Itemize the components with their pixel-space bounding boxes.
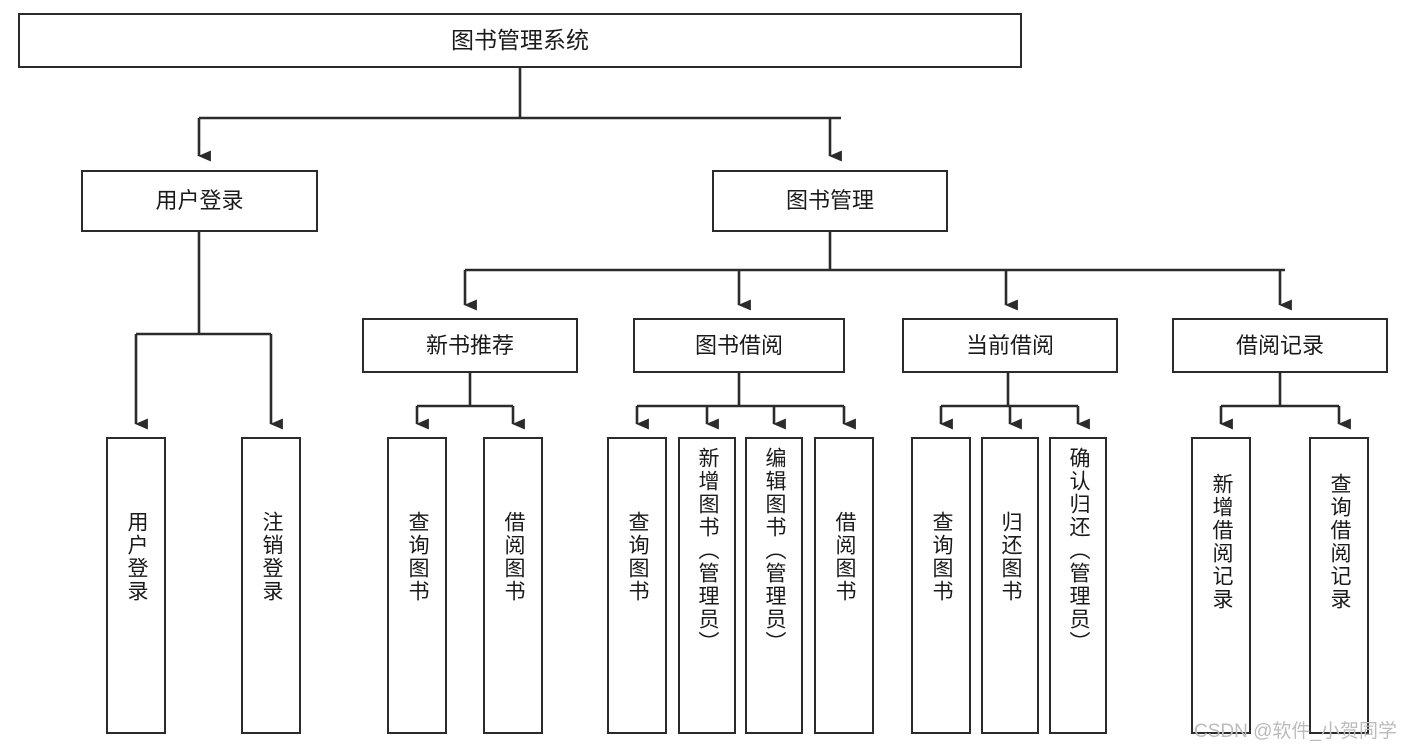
node-leaf-add-book[interactable]: 新增图书（管理员） bbox=[678, 437, 736, 734]
node-leaf-query-book-2-label: 查询图书 bbox=[626, 511, 650, 603]
node-leaf-borrow-book-1[interactable]: 借阅图书 bbox=[483, 437, 543, 734]
node-leaf-query-book-3[interactable]: 查询图书 bbox=[911, 437, 971, 734]
node-leaf-add-record-label: 新增借阅记录 bbox=[1210, 473, 1234, 611]
node-current-borrow[interactable]: 当前借阅 bbox=[902, 318, 1118, 373]
node-leaf-logout-login-label: 注销登录 bbox=[260, 511, 284, 603]
node-leaf-edit-book-label: 编辑图书（管理员） bbox=[763, 447, 787, 654]
node-root-label: 图书管理系统 bbox=[451, 26, 589, 53]
node-new-book-recommend[interactable]: 新书推荐 bbox=[362, 318, 578, 373]
node-book-borrow-label: 图书借阅 bbox=[694, 332, 783, 358]
node-leaf-query-book-1[interactable]: 查询图书 bbox=[387, 437, 447, 734]
node-book-borrow[interactable]: 图书借阅 bbox=[633, 318, 845, 373]
node-leaf-query-book-3-label: 查询图书 bbox=[930, 511, 954, 603]
node-leaf-query-book-2[interactable]: 查询图书 bbox=[607, 437, 667, 734]
node-leaf-user-login-label: 用户登录 bbox=[125, 511, 149, 603]
node-leaf-confirm-return[interactable]: 确认归还（管理员） bbox=[1049, 437, 1107, 734]
node-leaf-return-book-label: 归还图书 bbox=[999, 511, 1023, 603]
node-leaf-query-record-label: 查询借阅记录 bbox=[1328, 473, 1352, 611]
node-leaf-return-book[interactable]: 归还图书 bbox=[981, 437, 1039, 734]
node-leaf-query-record[interactable]: 查询借阅记录 bbox=[1309, 437, 1369, 734]
node-borrow-record-label: 借阅记录 bbox=[1235, 332, 1324, 358]
node-leaf-confirm-return-label: 确认归还（管理员） bbox=[1067, 447, 1091, 654]
node-leaf-borrow-book-2[interactable]: 借阅图书 bbox=[814, 437, 874, 734]
node-leaf-edit-book[interactable]: 编辑图书（管理员） bbox=[745, 437, 803, 734]
node-book-manage[interactable]: 图书管理 bbox=[712, 170, 948, 232]
node-leaf-user-login[interactable]: 用户登录 bbox=[106, 437, 166, 734]
node-leaf-add-record[interactable]: 新增借阅记录 bbox=[1191, 437, 1251, 734]
node-user-login[interactable]: 用户登录 bbox=[81, 170, 318, 232]
node-leaf-borrow-book-1-label: 借阅图书 bbox=[502, 511, 526, 603]
node-current-borrow-label: 当前借阅 bbox=[965, 332, 1054, 358]
node-leaf-borrow-book-2-label: 借阅图书 bbox=[833, 511, 857, 603]
node-root[interactable]: 图书管理系统 bbox=[18, 13, 1022, 68]
node-leaf-query-book-1-label: 查询图书 bbox=[406, 511, 430, 603]
node-leaf-add-book-label: 新增图书（管理员） bbox=[696, 447, 720, 654]
node-user-login-label: 用户登录 bbox=[155, 188, 244, 214]
node-leaf-logout-login[interactable]: 注销登录 bbox=[241, 437, 301, 734]
node-book-manage-label: 图书管理 bbox=[785, 188, 874, 214]
node-new-book-recommend-label: 新书推荐 bbox=[425, 332, 514, 358]
node-borrow-record[interactable]: 借阅记录 bbox=[1172, 318, 1388, 373]
